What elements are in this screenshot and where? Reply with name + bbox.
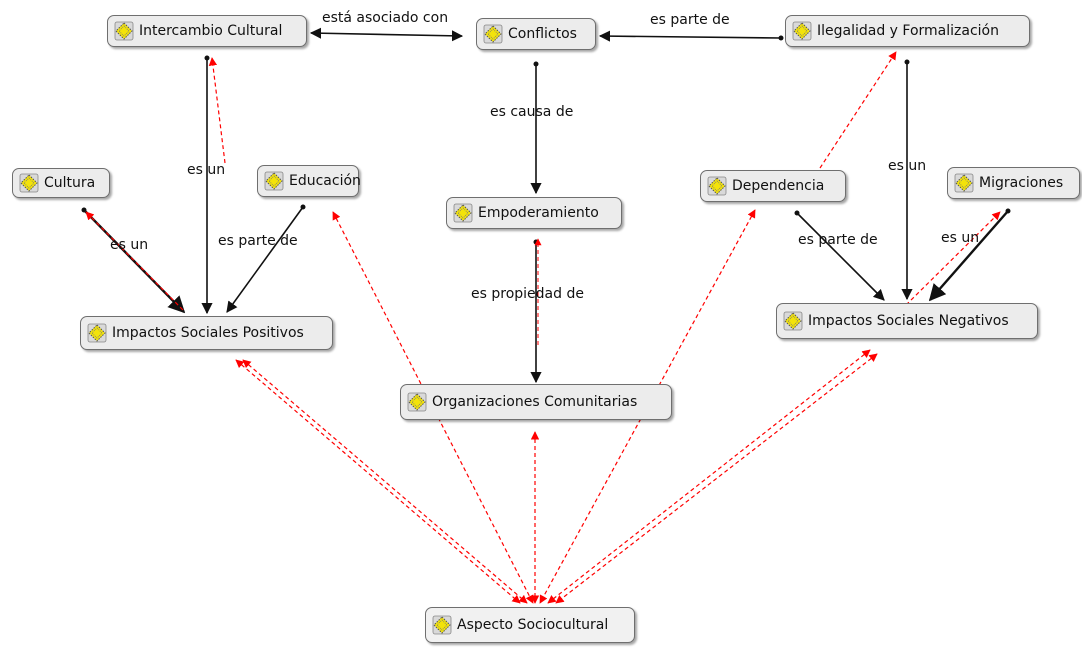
concept-icon bbox=[783, 311, 803, 331]
edge-label-es-propiedad-de: es propiedad de bbox=[471, 286, 584, 302]
concept-node-conflictos[interactable]: Conflictos bbox=[476, 18, 596, 50]
node-label: Conflictos bbox=[508, 26, 577, 42]
edge-anchor-dot bbox=[300, 204, 306, 210]
edge-label-esta-asociado-con: está asociado con bbox=[322, 10, 449, 26]
edge-red-intercambio bbox=[208, 57, 226, 164]
node-label: Dependencia bbox=[732, 178, 825, 194]
concept-node-cultura[interactable]: Cultura bbox=[12, 168, 110, 198]
concept-icon bbox=[114, 21, 134, 41]
edge-label-es-un-ilegalidad: es un bbox=[888, 158, 927, 174]
edge-red-cultura bbox=[85, 211, 184, 311]
node-label: Intercambio Cultural bbox=[139, 23, 283, 39]
edge-anchor-dot bbox=[794, 210, 800, 216]
node-label: Cultura bbox=[44, 175, 96, 191]
edge-label-es-parte-de-conflictos: es parte de bbox=[650, 12, 730, 28]
node-label: Impactos Sociales Positivos bbox=[112, 325, 304, 341]
edge-red-ilegalidad bbox=[819, 51, 897, 169]
concept-node-impactos-sociales-negativos[interactable]: Impactos Sociales Negativos bbox=[776, 303, 1038, 339]
concept-node-aspecto-sociocultural[interactable]: Aspecto Sociocultural bbox=[425, 607, 635, 643]
concept-node-educacion[interactable]: Educación bbox=[257, 165, 361, 197]
edge-anchor-dot bbox=[904, 59, 910, 65]
concept-icon bbox=[483, 24, 503, 44]
edge-label-es-causa-de: es causa de bbox=[490, 104, 574, 120]
node-label: Empoderamiento bbox=[478, 205, 599, 221]
edge-label-es-parte-de-dependencia: es parte de bbox=[798, 232, 878, 248]
edge-asociado bbox=[309, 27, 464, 42]
concept-node-organizaciones-comunitarias[interactable]: Organizaciones Comunitarias bbox=[400, 384, 672, 420]
concept-node-migraciones[interactable]: Migraciones bbox=[947, 167, 1080, 199]
node-label: Aspecto Sociocultural bbox=[457, 617, 609, 633]
concept-icon bbox=[407, 392, 427, 412]
concept-node-empoderamiento[interactable]: Empoderamiento bbox=[446, 197, 622, 229]
node-label: Ilegalidad y Formalización bbox=[817, 23, 999, 39]
concept-icon bbox=[264, 171, 284, 191]
edge-anchor-dot bbox=[533, 61, 539, 67]
concept-icon bbox=[954, 173, 974, 193]
concept-node-dependencia[interactable]: Dependencia bbox=[700, 170, 846, 202]
edge-label-es-parte-de-educacion: es parte de bbox=[218, 233, 298, 249]
concept-node-ilegalidad-formalizacion[interactable]: Ilegalidad y Formalización bbox=[785, 15, 1030, 47]
edge-es-un-migraciones bbox=[928, 210, 1009, 302]
concept-icon bbox=[432, 615, 452, 635]
edge-label-es-un-migraciones: es un bbox=[941, 230, 980, 246]
concept-icon bbox=[87, 323, 107, 343]
edge-anchor-dot bbox=[1005, 208, 1011, 214]
concept-node-intercambio-cultural[interactable]: Intercambio Cultural bbox=[107, 15, 307, 47]
edge-label-es-un-cultura: es un bbox=[110, 237, 149, 253]
edge-anchor-dot bbox=[81, 207, 87, 213]
edge-red-migraciones bbox=[905, 211, 1001, 306]
edge-parte-dependencia bbox=[796, 212, 885, 301]
edge-label-es-un-intercambio: es un bbox=[187, 162, 226, 178]
concept-node-impactos-sociales-positivos[interactable]: Impactos Sociales Positivos bbox=[80, 316, 333, 350]
edge-parte-conflictos bbox=[598, 30, 782, 42]
node-label: Migraciones bbox=[979, 175, 1064, 191]
edge-anchor-dot bbox=[204, 55, 210, 61]
edge-anchor-dot bbox=[778, 35, 784, 41]
node-label: Organizaciones Comunitarias bbox=[432, 394, 638, 410]
node-label: Impactos Sociales Negativos bbox=[808, 313, 1009, 329]
concept-icon bbox=[707, 176, 727, 196]
concept-icon bbox=[19, 173, 39, 193]
edge-parte-educacion bbox=[226, 206, 304, 313]
edge-red-negativos-2 bbox=[555, 353, 878, 604]
concept-icon bbox=[453, 203, 473, 223]
node-label: Educación bbox=[289, 173, 361, 189]
concept-icon bbox=[792, 21, 812, 41]
